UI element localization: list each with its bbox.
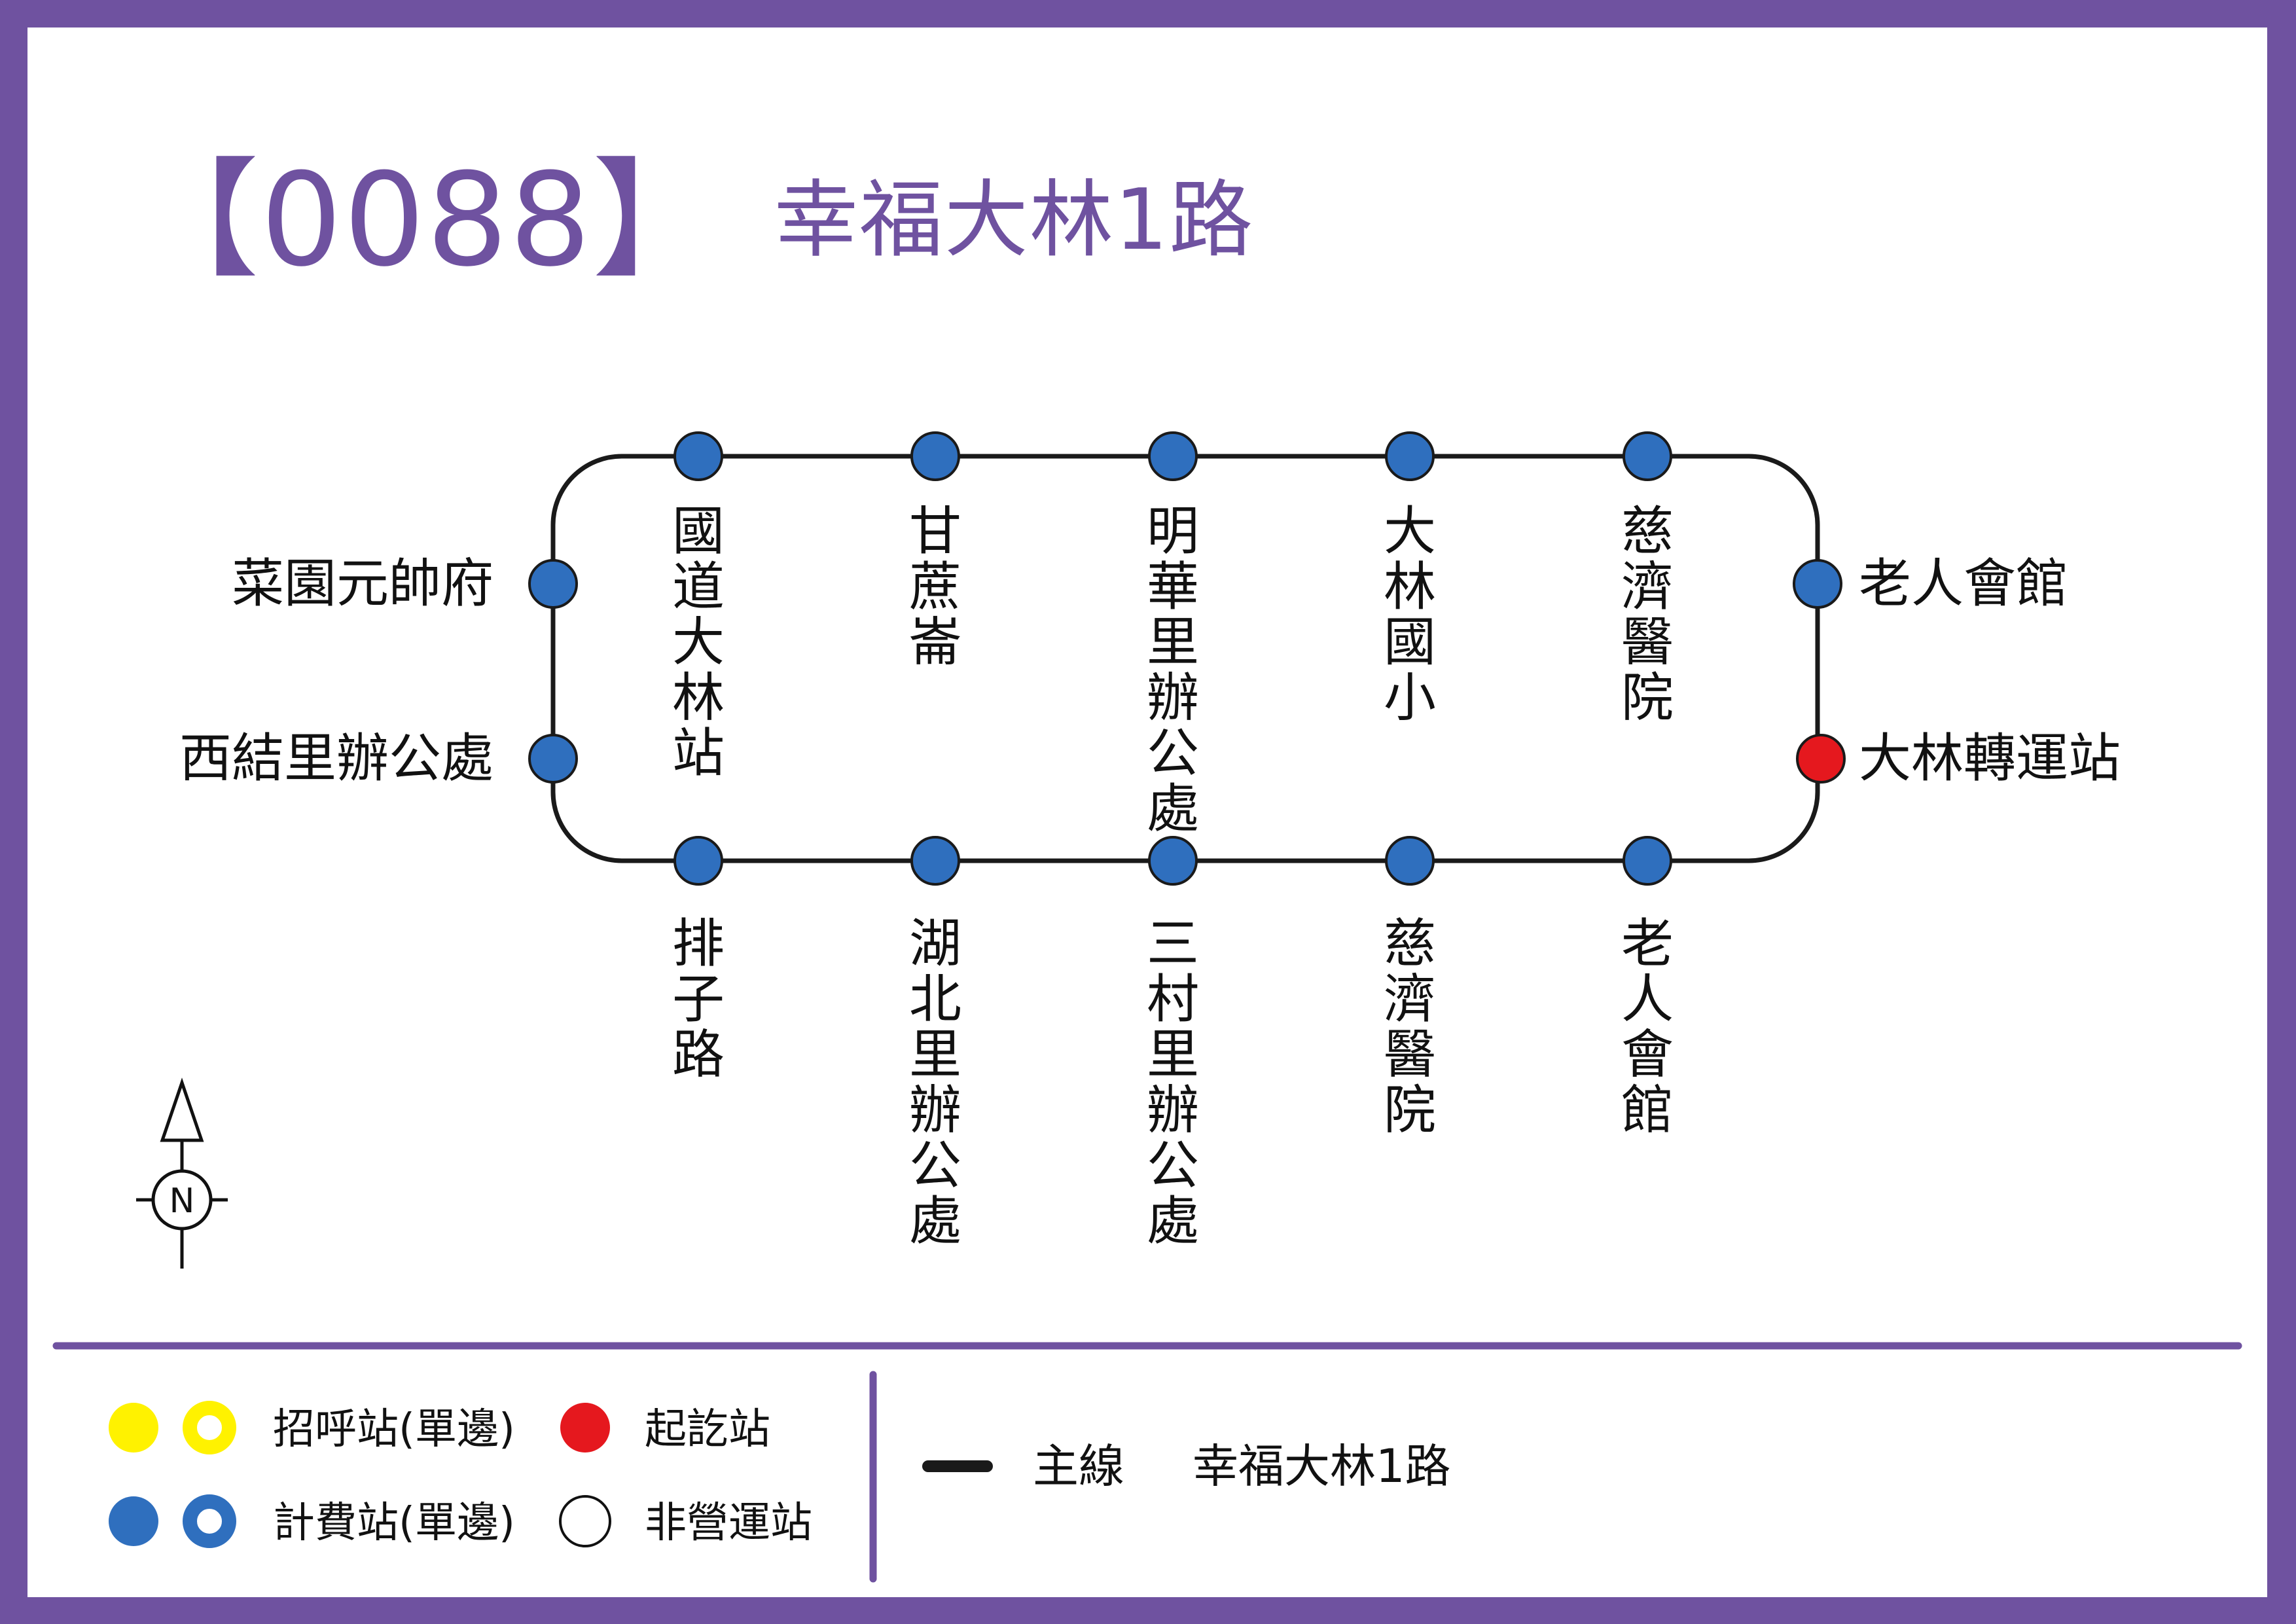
flag-stop-legend-icon (109, 1403, 158, 1453)
station-marker[interactable] (1793, 559, 1842, 609)
top-stations: 國道大林站 甘蔗崙 明華里辦公處 大林國小 慈濟醫院 (672, 431, 1674, 839)
legend-fare-stop: 計費站(單邊) (273, 1499, 515, 1547)
station-marker[interactable] (528, 559, 578, 609)
map-panel: 【0088】 幸福大林1路 國道大林站 甘蔗崙 明華里辦公處 大林國小 慈濟醫院 (27, 27, 2267, 1597)
station-label: 大林國小 (1384, 501, 1436, 728)
non-operating-legend-icon (559, 1495, 611, 1547)
legend-non-operating: 非營運站 (645, 1499, 812, 1547)
station-label: 慈濟醫院 (1621, 501, 1674, 728)
station-label: 慈濟醫院 (1384, 913, 1436, 1140)
station-label: 老人會館 (1621, 913, 1674, 1140)
flag-stop-single-legend-icon (183, 1401, 236, 1454)
station-marker[interactable] (1148, 431, 1198, 481)
station-label: 甘蔗崙 (909, 501, 961, 673)
route-name: 幸福大林1路 (774, 171, 1255, 269)
bottom-stations: 排子路 湖北里辦公處 三村里辦公處 慈濟醫院 老人會館 (672, 836, 1674, 1252)
station-marker[interactable] (910, 431, 960, 481)
station-label: 老人會館 (1859, 553, 2068, 614)
legend: 招呼站(單邊) 起訖站 計費站(單邊) 非營運站 主線 幸福大林1路 (109, 1401, 1451, 1548)
legend-terminal: 起訖站 (645, 1405, 770, 1454)
station-marker[interactable] (1385, 836, 1435, 886)
station-marker[interactable] (910, 836, 960, 886)
route-code: 【0088】 (131, 146, 722, 295)
station-marker[interactable] (673, 431, 723, 481)
station-label: 三村里辦公處 (1147, 913, 1199, 1252)
legend-line-type: 主線 (1033, 1439, 1124, 1493)
station-marker[interactable] (1385, 431, 1435, 481)
station-marker[interactable] (673, 836, 723, 886)
station-label: 湖北里辦公處 (909, 913, 961, 1252)
north-arrow-icon: N (136, 1077, 228, 1269)
compass-label: N (170, 1182, 195, 1221)
terminal-legend-icon (560, 1403, 610, 1453)
station-label: 明華里辦公處 (1147, 501, 1199, 839)
route-diagram: 國道大林站 甘蔗崙 明華里辦公處 大林國小 慈濟醫院 排子路 湖北里辦公處 三村… (52, 431, 2242, 1583)
station-label: 排子路 (672, 913, 725, 1085)
right-stations: 老人會館 大林轉運站 (1793, 553, 2121, 789)
station-marker[interactable] (1623, 836, 1672, 886)
station-marker[interactable] (1148, 836, 1198, 886)
fare-stop-single-legend-icon (183, 1494, 236, 1548)
station-marker[interactable] (528, 734, 578, 784)
station-label: 國道大林站 (672, 501, 725, 784)
station-marker[interactable] (1623, 431, 1672, 481)
terminal-marker[interactable] (1796, 734, 1846, 784)
left-stations: 菜園元帥府 西結里辦公處 (179, 553, 578, 789)
fare-stop-legend-icon (109, 1496, 158, 1546)
station-label: 西結里辦公處 (179, 728, 493, 789)
legend-line-name: 幸福大林1路 (1193, 1439, 1451, 1493)
station-label: 菜園元帥府 (232, 553, 493, 614)
route-title: 【0088】 幸福大林1路 (131, 145, 1254, 296)
legend-flag-stop: 招呼站(單邊) (273, 1405, 515, 1454)
terminal-label: 大林轉運站 (1859, 728, 2121, 789)
